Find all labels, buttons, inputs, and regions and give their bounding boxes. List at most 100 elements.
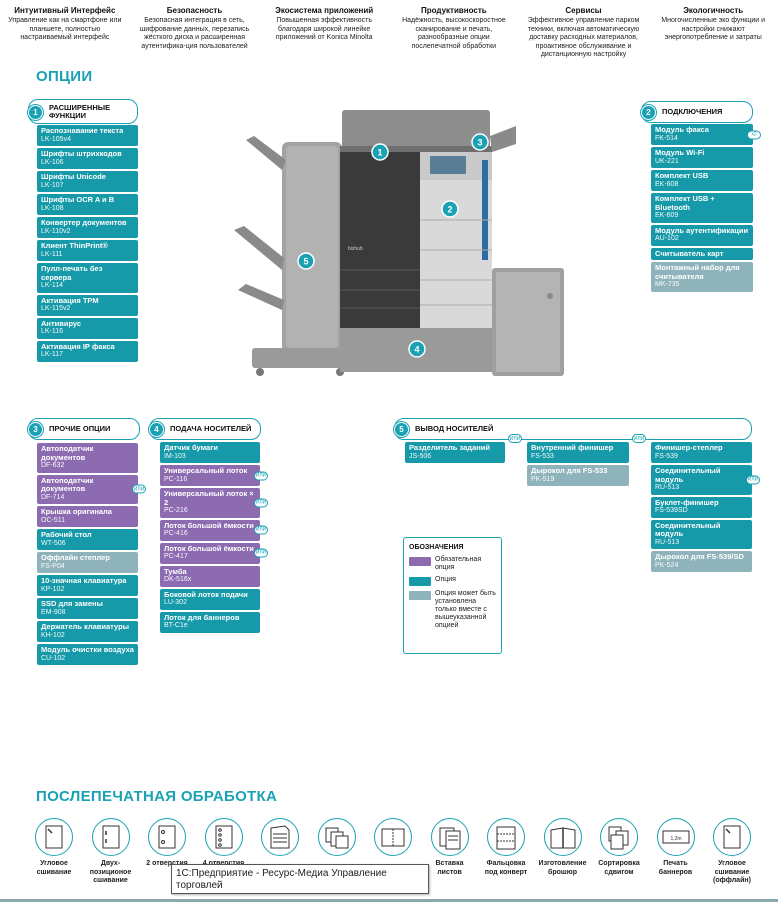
- option-code: OC-511: [41, 516, 65, 524]
- quantity-badge: x2: [747, 130, 761, 139]
- finisher-base: [252, 348, 348, 368]
- sort-icon: [317, 818, 356, 856]
- svg-text:3: 3: [477, 138, 482, 148]
- or-badge: ИЛИ: [254, 548, 268, 558]
- finishing-label: Изготовление брошюр: [538, 860, 587, 876]
- option-code: WT-506: [41, 539, 66, 547]
- option-code: LK-115v2: [41, 305, 71, 312]
- marker-1: 1: [371, 143, 389, 161]
- finishing-label: 4 отверстия: [198, 860, 250, 869]
- option-code: EK-609: [655, 212, 679, 219]
- blue-accent: [482, 160, 488, 260]
- option-name: Комплект USB + Bluetooth: [655, 194, 715, 212]
- option-code: MK-735: [655, 281, 680, 288]
- group-3-header: 3 ПРОЧИЕ ОПЦИИ: [28, 418, 140, 440]
- option-code: LK-110v2: [41, 227, 71, 235]
- finisher-tray-bottom: [238, 284, 284, 310]
- or-badge: ИЛИ: [508, 434, 522, 443]
- option-code: LK-107: [41, 181, 64, 189]
- group-5-number: 5: [394, 422, 409, 437]
- booklet-icon: [543, 818, 582, 856]
- option-name: Соединительный модуль: [655, 520, 721, 538]
- or-badge: ИЛИ: [254, 471, 268, 480]
- option-code: FS-539SD: [655, 507, 688, 514]
- group-4-number: 4: [149, 422, 164, 437]
- finishing-label: Печать баннеров: [658, 860, 693, 876]
- option-code: DK-516x: [164, 576, 192, 583]
- option-code: FK-514: [655, 134, 678, 142]
- finishing-item: 2 отверстия: [141, 818, 193, 886]
- finishing-item: [311, 818, 363, 886]
- finishing-label: Двух-позиционое сшивание: [89, 860, 132, 884]
- finisher-tray-top: [246, 136, 286, 170]
- finishing-item: 4 отверстия: [198, 818, 250, 886]
- window-tooltip: 1С:Предприятие - Ресурс-Медиа Управление…: [171, 864, 429, 894]
- option-code: DF-632: [41, 462, 65, 469]
- adf-gap: [340, 146, 492, 154]
- option-item: Считыватель карт: [651, 247, 753, 260]
- option-name: SSD для замены: [41, 599, 103, 608]
- control-panel-screen: [430, 156, 466, 174]
- marker-4: 4: [408, 340, 426, 358]
- option-code: IM-103: [164, 452, 186, 460]
- options-title: ОПЦИИ: [36, 68, 93, 85]
- option-code: LU-302: [164, 599, 187, 606]
- option-name: Антивирус: [41, 318, 82, 328]
- option-code: FS-533: [531, 452, 554, 460]
- option-code: RU-513: [655, 538, 680, 546]
- svg-text:1: 1: [377, 148, 382, 158]
- finishing-item: Сортировка сдвигом: [593, 818, 645, 886]
- offline-staple-icon: [713, 818, 751, 856]
- option-name: Лоток для баннеров: [164, 612, 240, 622]
- option-code: LK-111: [41, 250, 63, 258]
- finishing-label: 2 отверстия: [146, 860, 188, 867]
- option-code: FS-539: [655, 452, 678, 460]
- banner-length-label: 1,2m: [670, 836, 681, 842]
- legend-swatch-option: [409, 577, 431, 586]
- option-name: Соединительный модуль: [655, 466, 721, 484]
- option-code: AU-102: [655, 235, 679, 242]
- finishing-item: [367, 818, 419, 886]
- offset-sort-icon: [600, 818, 638, 856]
- option-code: FS-P04: [41, 562, 65, 570]
- half-fold-icon: [374, 818, 412, 856]
- option-code: BT-C1e: [164, 622, 188, 629]
- option-name: Модуль аутентификации: [655, 225, 749, 235]
- two-point-staple-icon: [91, 818, 130, 856]
- option-name: Держатель клавиатуры: [41, 622, 130, 631]
- finishing-item: Фальцовка под конверт: [480, 818, 532, 886]
- group-5-title: ВЫВОД НОСИТЕЛЕЙ: [415, 424, 494, 433]
- option-name: Финишер-степлер: [655, 443, 723, 452]
- finishing-label: Фальцовка под конверт: [484, 860, 528, 876]
- group-2-header: 2 ПОДКЛЮЧЕНИЯ: [641, 101, 753, 123]
- option-code: PK-519: [531, 475, 555, 483]
- main-body-dark: [340, 152, 422, 328]
